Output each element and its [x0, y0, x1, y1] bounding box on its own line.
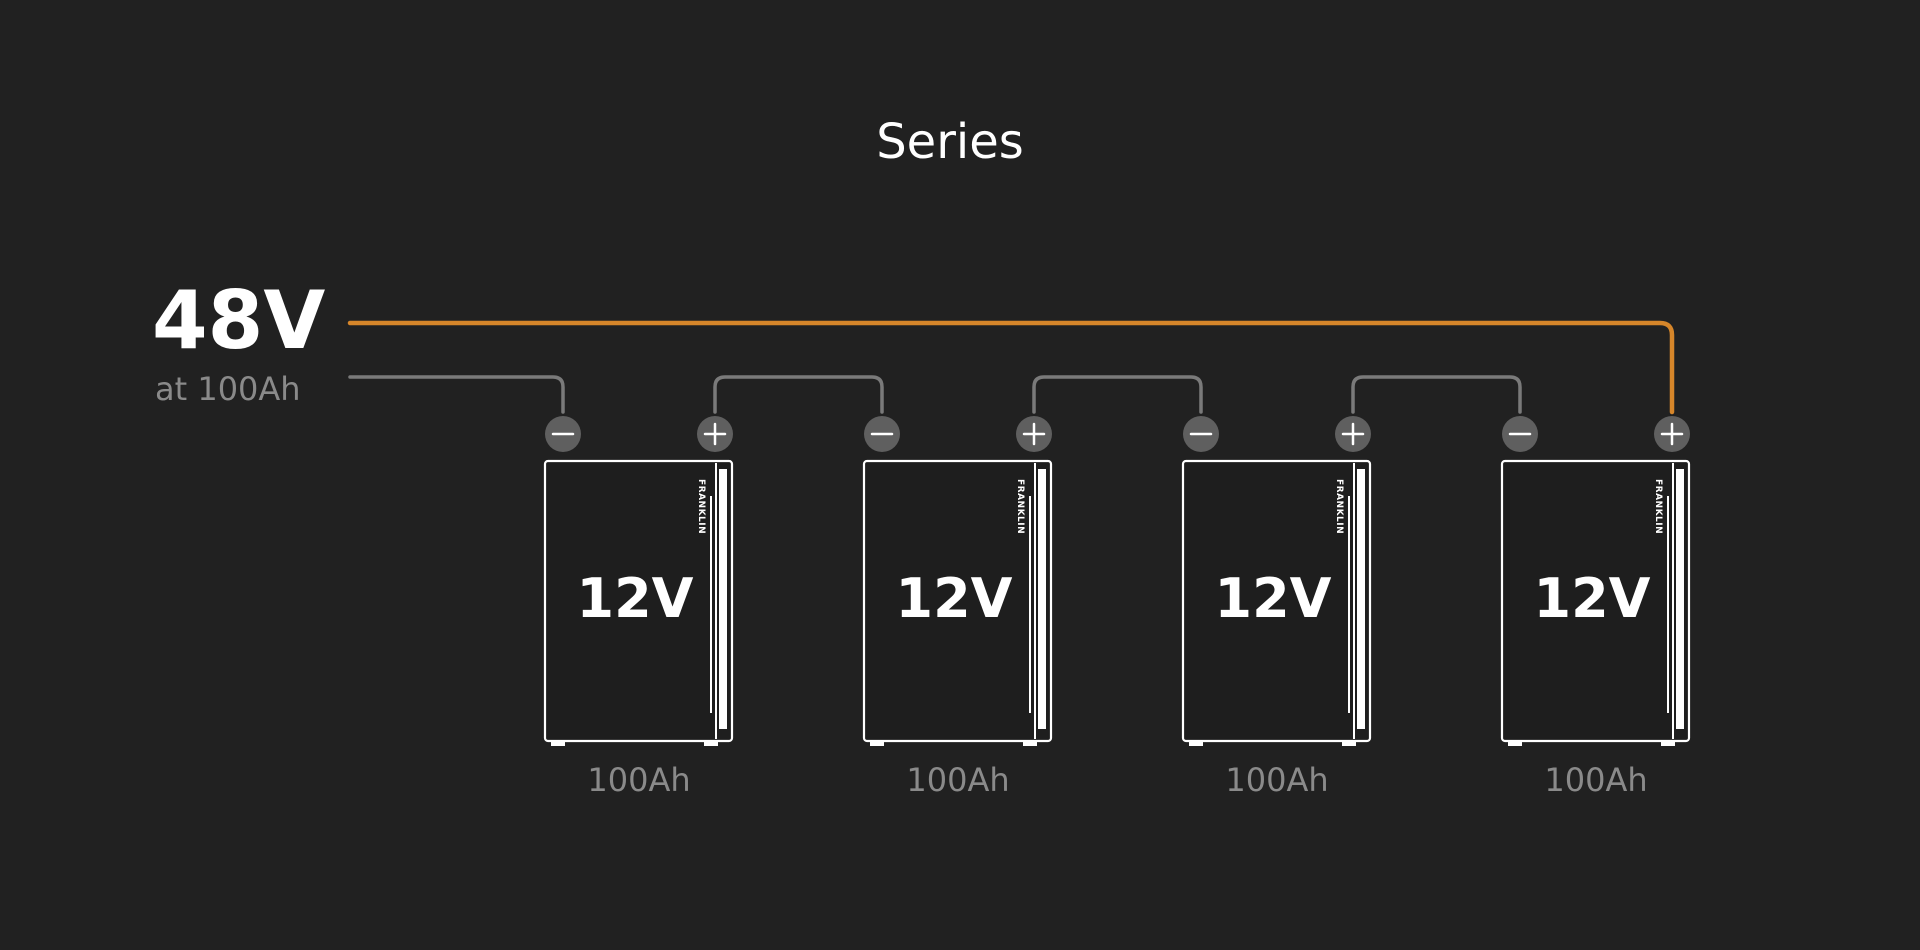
battery-side-panel	[719, 469, 727, 729]
battery-capacity-label: 100Ah	[587, 761, 690, 799]
battery: FRANKLIN 12V 100Ah	[543, 416, 734, 799]
total-voltage-label: 48V	[152, 274, 325, 367]
battery-body	[543, 459, 734, 743]
positive-terminal-icon	[1654, 416, 1690, 452]
battery-foot-left	[1189, 741, 1203, 746]
battery-brand-label: FRANKLIN	[1334, 479, 1344, 534]
series-link-wire	[713, 375, 884, 414]
battery: FRANKLIN 12V 100Ah	[1500, 416, 1691, 799]
battery-foot-right	[1342, 741, 1356, 746]
battery-foot-left	[870, 741, 884, 746]
positive-terminal-icon	[1335, 416, 1371, 452]
battery-foot-right	[704, 741, 718, 746]
negative-terminal-icon	[1183, 416, 1219, 452]
diagram-title: Series	[876, 114, 1024, 170]
battery-foot-right	[1661, 741, 1675, 746]
battery-side-panel	[1038, 469, 1046, 729]
series-link-wire	[1032, 375, 1203, 414]
battery-body	[1500, 459, 1691, 743]
positive-terminal-icon	[1016, 416, 1052, 452]
negative-terminal-icon	[1502, 416, 1538, 452]
battery-body	[862, 459, 1053, 743]
battery-voltage-label: 12V	[577, 567, 694, 630]
battery-brand-label: FRANKLIN	[1015, 479, 1025, 534]
battery-foot-left	[1508, 741, 1522, 746]
battery-foot-left	[551, 741, 565, 746]
positive-output-wire	[347, 320, 1675, 415]
series-link-wire	[1351, 375, 1522, 414]
battery-brand-label: FRANKLIN	[696, 479, 706, 534]
negative-output-wire	[348, 375, 565, 414]
battery-foot-right	[1023, 741, 1037, 746]
battery-side-panel	[1676, 469, 1684, 729]
negative-terminal-icon	[545, 416, 581, 452]
negative-terminal-icon	[864, 416, 900, 452]
battery-voltage-label: 12V	[1534, 567, 1651, 630]
battery-brand-label: FRANKLIN	[1653, 479, 1663, 534]
battery-capacity-label: 100Ah	[1225, 761, 1328, 799]
battery-side-panel	[1357, 469, 1365, 729]
battery: FRANKLIN 12V 100Ah	[862, 416, 1053, 799]
battery-voltage-label: 12V	[1215, 567, 1332, 630]
battery-capacity-label: 100Ah	[906, 761, 1009, 799]
battery-bank: FRANKLIN12V100AhFRANKLIN12V100AhFRANKLIN…	[543, 416, 1691, 799]
battery-body	[1181, 459, 1372, 743]
battery-voltage-label: 12V	[896, 567, 1013, 630]
battery: FRANKLIN 12V 100Ah	[1181, 416, 1372, 799]
wires	[347, 320, 1675, 415]
battery-capacity-label: 100Ah	[1544, 761, 1647, 799]
positive-terminal-icon	[697, 416, 733, 452]
total-capacity-label: at 100Ah	[155, 370, 301, 408]
